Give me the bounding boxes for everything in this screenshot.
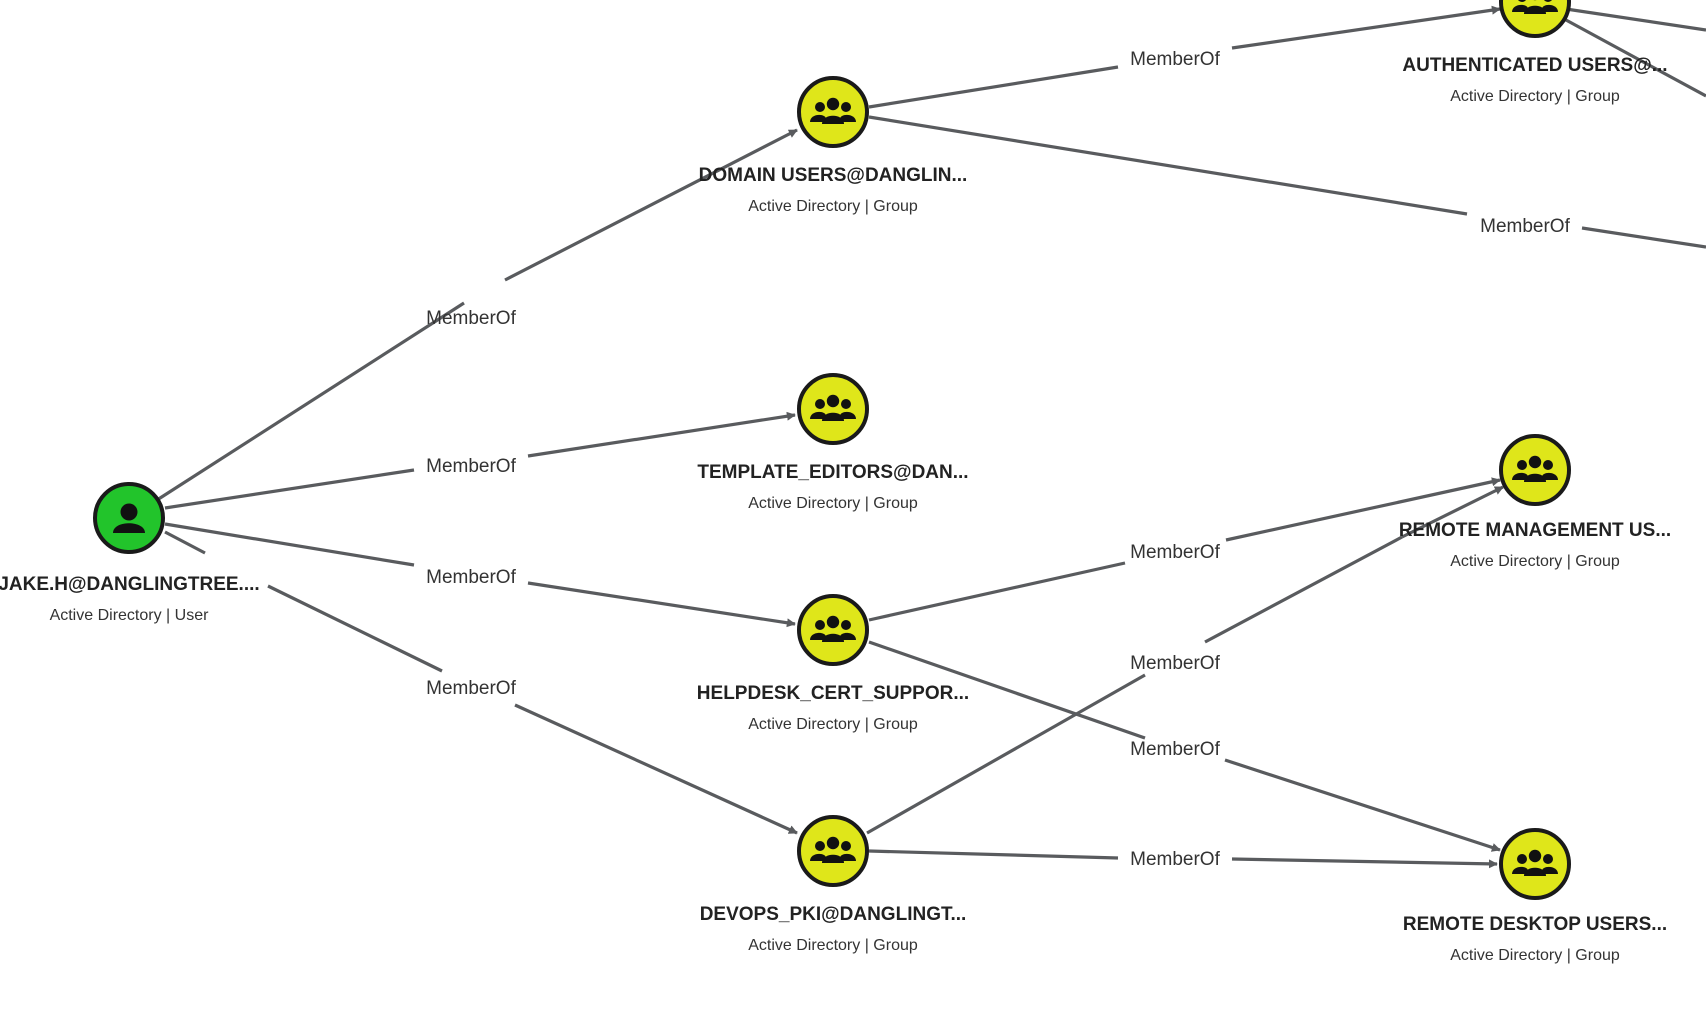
edge-helpdesk-remote-mgmt[interactable]: MemberOf bbox=[868, 477, 1501, 622]
node-subtitle: Active Directory | Group bbox=[748, 716, 918, 733]
group-node-circle bbox=[797, 815, 869, 887]
node-title: AUTHENTICATED USERS@... bbox=[1402, 55, 1667, 76]
edge-auth-users-offscreen[interactable] bbox=[1565, 7, 1706, 98]
group-node-circle bbox=[797, 594, 869, 666]
edge-label: MemberOf bbox=[426, 456, 516, 477]
edge-jake-devops-pki[interactable]: MemberOf bbox=[164, 530, 798, 835]
node-title: DEVOPS_PKI@DANGLINGT... bbox=[700, 904, 967, 925]
edge-label: MemberOf bbox=[426, 308, 516, 329]
edge-label: MemberOf bbox=[1130, 739, 1220, 760]
node-title: HELPDESK_CERT_SUPPOR... bbox=[697, 683, 969, 704]
node-title: JAKE.H@DANGLINGTREE.... bbox=[0, 574, 260, 595]
edge-helpdesk-remote-desktop[interactable]: MemberOf bbox=[868, 640, 1501, 852]
edge-label: MemberOf bbox=[426, 567, 516, 588]
edges-layer: MemberOf MemberOf MemberOf MemberOf Memb… bbox=[156, 5, 1706, 870]
edge-jake-helpdesk[interactable]: MemberOf bbox=[164, 522, 796, 628]
edge-label: MemberOf bbox=[1130, 653, 1220, 674]
node-subtitle: Active Directory | Group bbox=[1450, 553, 1620, 570]
edge-label: MemberOf bbox=[1130, 49, 1220, 70]
group-node-circle bbox=[1499, 828, 1571, 900]
node-jake-h[interactable]: JAKE.H@DANGLINGTREE.... Active Directory… bbox=[0, 482, 260, 624]
node-helpdesk-cert-support[interactable]: HELPDESK_CERT_SUPPOR... Active Directory… bbox=[697, 594, 969, 733]
node-domain-users[interactable]: DOMAIN USERS@DANGLIN... Active Directory… bbox=[699, 76, 968, 215]
edge-jake-domain-users[interactable]: MemberOf bbox=[156, 128, 798, 502]
node-template-editors[interactable]: TEMPLATE_EDITORS@DAN... Active Directory… bbox=[697, 373, 969, 512]
group-node-circle bbox=[1499, 434, 1571, 506]
edge-devops-pki-remote-desktop[interactable]: MemberOf bbox=[868, 849, 1498, 870]
group-node-circle bbox=[797, 76, 869, 148]
node-subtitle: Active Directory | Group bbox=[748, 495, 918, 512]
group-node-circle bbox=[797, 373, 869, 445]
node-authenticated-users[interactable]: AUTHENTICATED USERS@... Active Directory… bbox=[1402, 0, 1668, 105]
node-title: TEMPLATE_EDITORS@DAN... bbox=[697, 462, 968, 483]
node-subtitle: Active Directory | User bbox=[50, 607, 210, 624]
edge-domain-users-offscreen[interactable]: MemberOf bbox=[868, 115, 1706, 249]
group-node-circle bbox=[1499, 0, 1571, 38]
node-devops-pki[interactable]: DEVOPS_PKI@DANGLINGT... Active Directory… bbox=[700, 815, 967, 954]
node-subtitle: Active Directory | Group bbox=[748, 198, 918, 215]
edge-label: MemberOf bbox=[1480, 216, 1570, 237]
nodes-layer: JAKE.H@DANGLINGTREE.... Active Directory… bbox=[0, 0, 1671, 964]
edge-jake-template-editors[interactable]: MemberOf bbox=[164, 411, 796, 510]
node-title: DOMAIN USERS@DANGLIN... bbox=[699, 165, 968, 186]
node-subtitle: Active Directory | Group bbox=[748, 937, 918, 954]
edge-label: MemberOf bbox=[1130, 849, 1220, 870]
edge-label: MemberOf bbox=[426, 678, 516, 699]
node-remote-desktop-users[interactable]: REMOTE DESKTOP USERS... Active Directory… bbox=[1403, 828, 1667, 964]
edge-label: MemberOf bbox=[1130, 542, 1220, 563]
node-subtitle: Active Directory | Group bbox=[1450, 88, 1620, 105]
node-subtitle: Active Directory | Group bbox=[1450, 947, 1620, 964]
node-title: REMOTE DESKTOP USERS... bbox=[1403, 914, 1667, 935]
edge-domain-users-auth-users[interactable]: MemberOf bbox=[868, 5, 1501, 109]
node-remote-management-users[interactable]: REMOTE MANAGEMENT US... Active Directory… bbox=[1399, 434, 1671, 570]
edge-devops-pki-remote-mgmt[interactable]: MemberOf bbox=[866, 485, 1504, 835]
node-title: REMOTE MANAGEMENT US... bbox=[1399, 520, 1671, 541]
